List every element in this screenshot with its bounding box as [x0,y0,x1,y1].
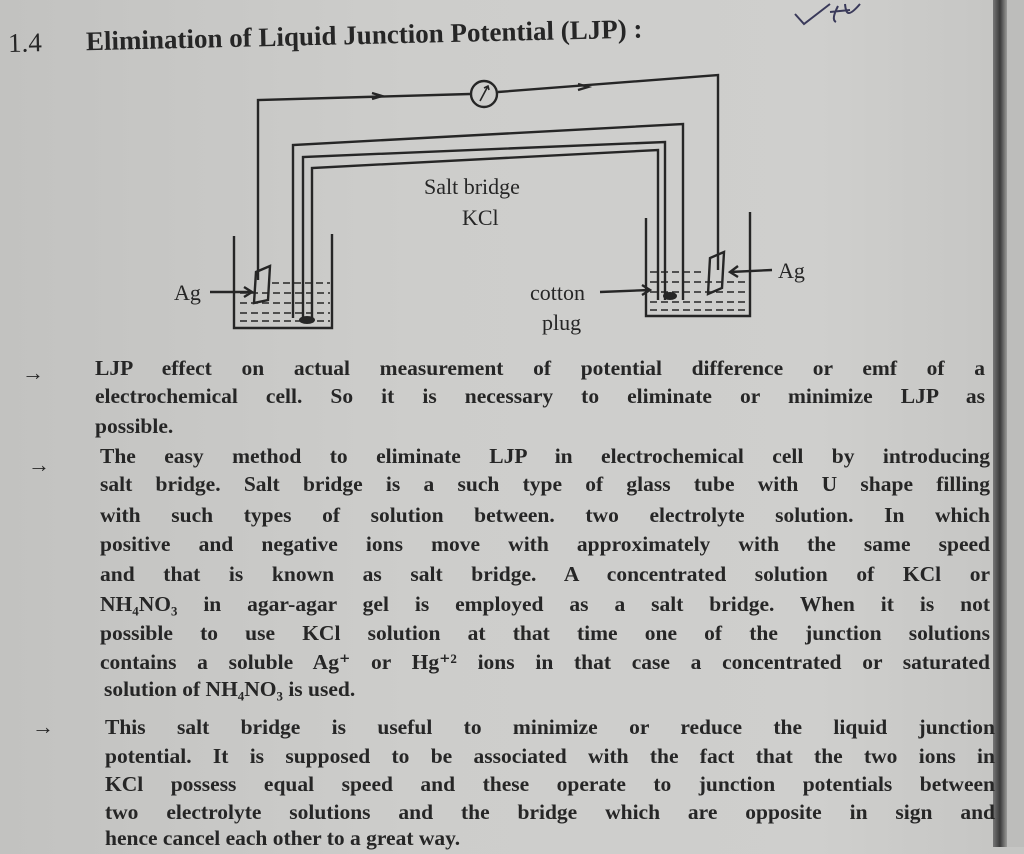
text-line: NH₄NO₃ in agar-agar gel is employed as a… [100,592,990,616]
text-line: solution of NH₄NO₃ is used. [104,677,356,701]
text-line: LJP effect on actual measurement of pote… [95,356,985,380]
handwritten-check-mark [794,3,861,26]
right-cotton-plug [663,292,677,300]
salt-bridge-outer [291,122,685,318]
text-line: This salt bridge is useful to minimize o… [105,715,995,739]
left-electrode-label: Ag [174,280,201,305]
left-ag-arrow [210,285,255,299]
cotton-label: cotton [530,280,585,305]
right-ag-electrode [706,250,726,296]
galvanometer-icon [469,79,499,109]
current-arrow-left [371,91,387,101]
bullet-arrow-icon: → [32,714,54,739]
current-arrow-right [577,82,593,92]
salt-bridge-label: Salt bridge [424,174,520,199]
text-line: potential. It is supposed to be associat… [105,744,995,768]
text-line: possible to use KCl solution at that tim… [100,621,990,645]
right-electrode-label: Ag [778,258,805,283]
text-line: two electrolyte solutions and the bridge… [105,800,995,824]
right-beaker [644,212,752,318]
text-line: contains a soluble Ag⁺ or Hg⁺² ions in t… [100,650,990,674]
text-line: salt bridge. Salt bridge is a such type … [100,472,990,496]
text-line: positive and negative ions move with app… [100,532,990,556]
bullet-arrow-icon: → [22,360,44,385]
right-ag-arrow [727,265,773,279]
wire-left [256,92,471,280]
text-line: and that is known as salt bridge. A conc… [100,562,990,586]
salt-bridge-solution-label: KCl [462,205,499,230]
salt-bridge-diagram: Salt bridge KCl Ag Ag cotton plug [174,73,805,335]
cotton-plug-arrow [599,283,653,297]
plug-label: plug [542,310,581,335]
bullet-arrow-icon: → [28,452,50,477]
left-beaker [232,234,334,330]
text-line: possible. [95,414,174,438]
salt-bridge-inner [310,148,660,318]
text-line: The easy method to eliminate LJP in elec… [100,444,990,468]
text-line: KCl possess equal speed and these operat… [105,772,995,796]
left-cotton-plug [299,316,315,324]
wire-right [497,73,720,270]
electrolyte-solution [240,271,746,322]
page-edge [1007,0,1024,847]
text-line: electrochemical cell. So it is necessary… [95,384,985,408]
text-line: with such types of solution between. two… [100,503,990,527]
left-ag-electrode [252,264,272,305]
text-line: hence cancel each other to a great way. [105,826,461,850]
page-binding-shadow [993,0,1007,847]
